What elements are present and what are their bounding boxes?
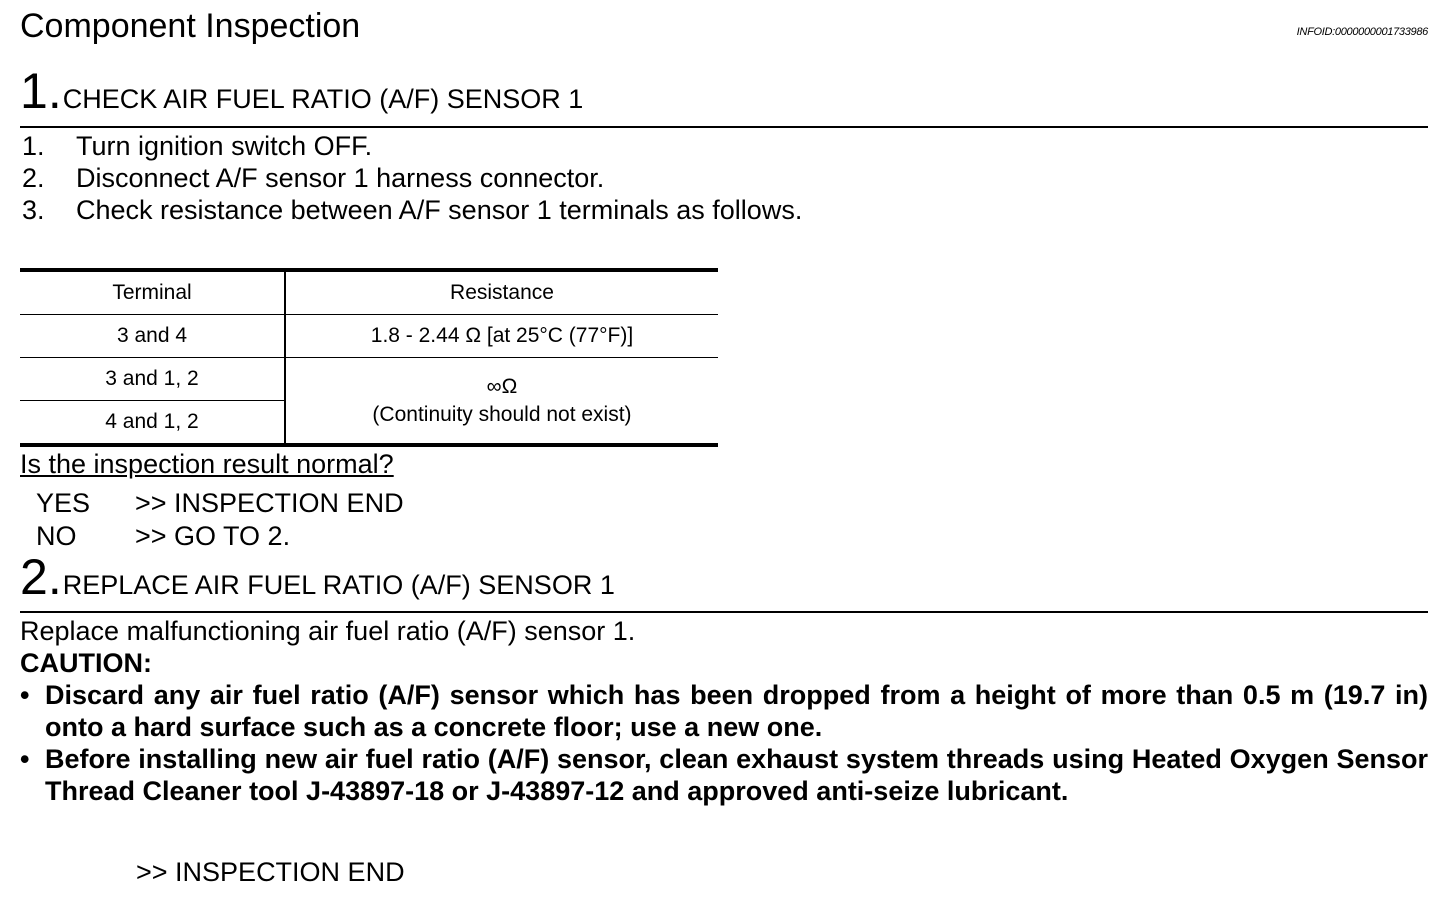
answer-list: YES >> INSPECTION END NO >> GO TO 2.	[36, 487, 404, 553]
table-row: 3 and 1, 2 ∞Ω (Continuity should not exi…	[20, 357, 718, 447]
procedure-item: 1. Turn ignition switch OFF.	[22, 130, 802, 162]
resistance-table: Terminal Resistance 3 and 4 1.8 - 2.44 Ω…	[20, 268, 718, 447]
caution-text: Discard any air fuel ratio (A/F) sensor …	[45, 680, 1428, 742]
table-header-row: Terminal Resistance	[20, 268, 718, 315]
procedure-item: 3. Check resistance between A/F sensor 1…	[22, 194, 802, 226]
caution-item: • Discard any air fuel ratio (A/F) senso…	[20, 679, 1428, 743]
replace-instruction: Replace malfunctioning air fuel ratio (A…	[20, 616, 636, 646]
terminal-cell: 4 and 1, 2	[20, 400, 286, 447]
inspection-question: Is the inspection result normal?	[20, 449, 394, 479]
column-header-terminal: Terminal	[20, 268, 286, 315]
procedure-item-number: 3.	[22, 195, 45, 225]
step-2-heading: 2.REPLACE AIR FUEL RATIO (A/F) SENSOR 1	[20, 552, 615, 608]
answer-key: YES	[36, 488, 91, 518]
procedure-item-text: Turn ignition switch OFF.	[76, 131, 373, 161]
procedure-item-number: 2.	[22, 163, 45, 193]
procedure-item: 2. Disconnect A/F sensor 1 harness conne…	[22, 162, 802, 194]
terminal-cell: 3 and 4	[20, 314, 286, 358]
info-id: INFOID:0000000001733986	[1296, 26, 1429, 38]
procedure-list: 1. Turn ignition switch OFF. 2. Disconne…	[22, 130, 802, 226]
step-1-title: CHECK AIR FUEL RATIO (A/F) SENSOR 1	[62, 84, 584, 114]
caution-item: • Before installing new air fuel ratio (…	[20, 743, 1428, 807]
resistance-note: (Continuity should not exist)	[372, 402, 632, 426]
step-1-heading: 1.CHECK AIR FUEL RATIO (A/F) SENSOR 1	[20, 66, 583, 122]
step-2-dot: .	[47, 549, 62, 605]
column-header-resistance: Resistance	[285, 268, 718, 315]
answer-row-no: NO >> GO TO 2.	[36, 520, 404, 553]
caution-list: • Discard any air fuel ratio (A/F) senso…	[20, 679, 1428, 807]
step-1-dot: .	[47, 63, 62, 119]
resistance-cell: 1.8 - 2.44 Ω [at 25°C (77°F)]	[285, 314, 718, 358]
terminal-cell: 3 and 1, 2	[20, 357, 286, 401]
table-row: 4 and 1, 2	[20, 400, 718, 447]
bullet-icon: •	[20, 744, 30, 774]
resistance-infinity: ∞Ω	[486, 374, 518, 398]
step-1-number: 1	[20, 63, 48, 119]
page-title: Component Inspection	[20, 7, 361, 45]
inspection-end: >> INSPECTION END	[136, 857, 405, 887]
answer-key: NO	[36, 521, 77, 551]
bullet-icon: •	[20, 680, 30, 710]
procedure-item-number: 1.	[22, 131, 45, 161]
table-row: 3 and 4 1.8 - 2.44 Ω [at 25°C (77°F)]	[20, 314, 718, 358]
caution-label: CAUTION:	[20, 648, 152, 678]
answer-row-yes: YES >> INSPECTION END	[36, 487, 404, 520]
step-2-number: 2	[20, 549, 48, 605]
procedure-item-text: Disconnect A/F sensor 1 harness connecto…	[76, 163, 605, 193]
step-2-divider	[20, 611, 1428, 613]
procedure-item-text: Check resistance between A/F sensor 1 te…	[76, 195, 803, 225]
caution-text: Before installing new air fuel ratio (A/…	[45, 744, 1428, 806]
resistance-cell-merged: ∞Ω (Continuity should not exist)	[285, 357, 718, 447]
answer-value: >> INSPECTION END	[135, 488, 404, 518]
answer-value: >> GO TO 2.	[135, 521, 291, 551]
step-1-divider	[20, 126, 1428, 128]
step-2-title: REPLACE AIR FUEL RATIO (A/F) SENSOR 1	[62, 570, 615, 600]
